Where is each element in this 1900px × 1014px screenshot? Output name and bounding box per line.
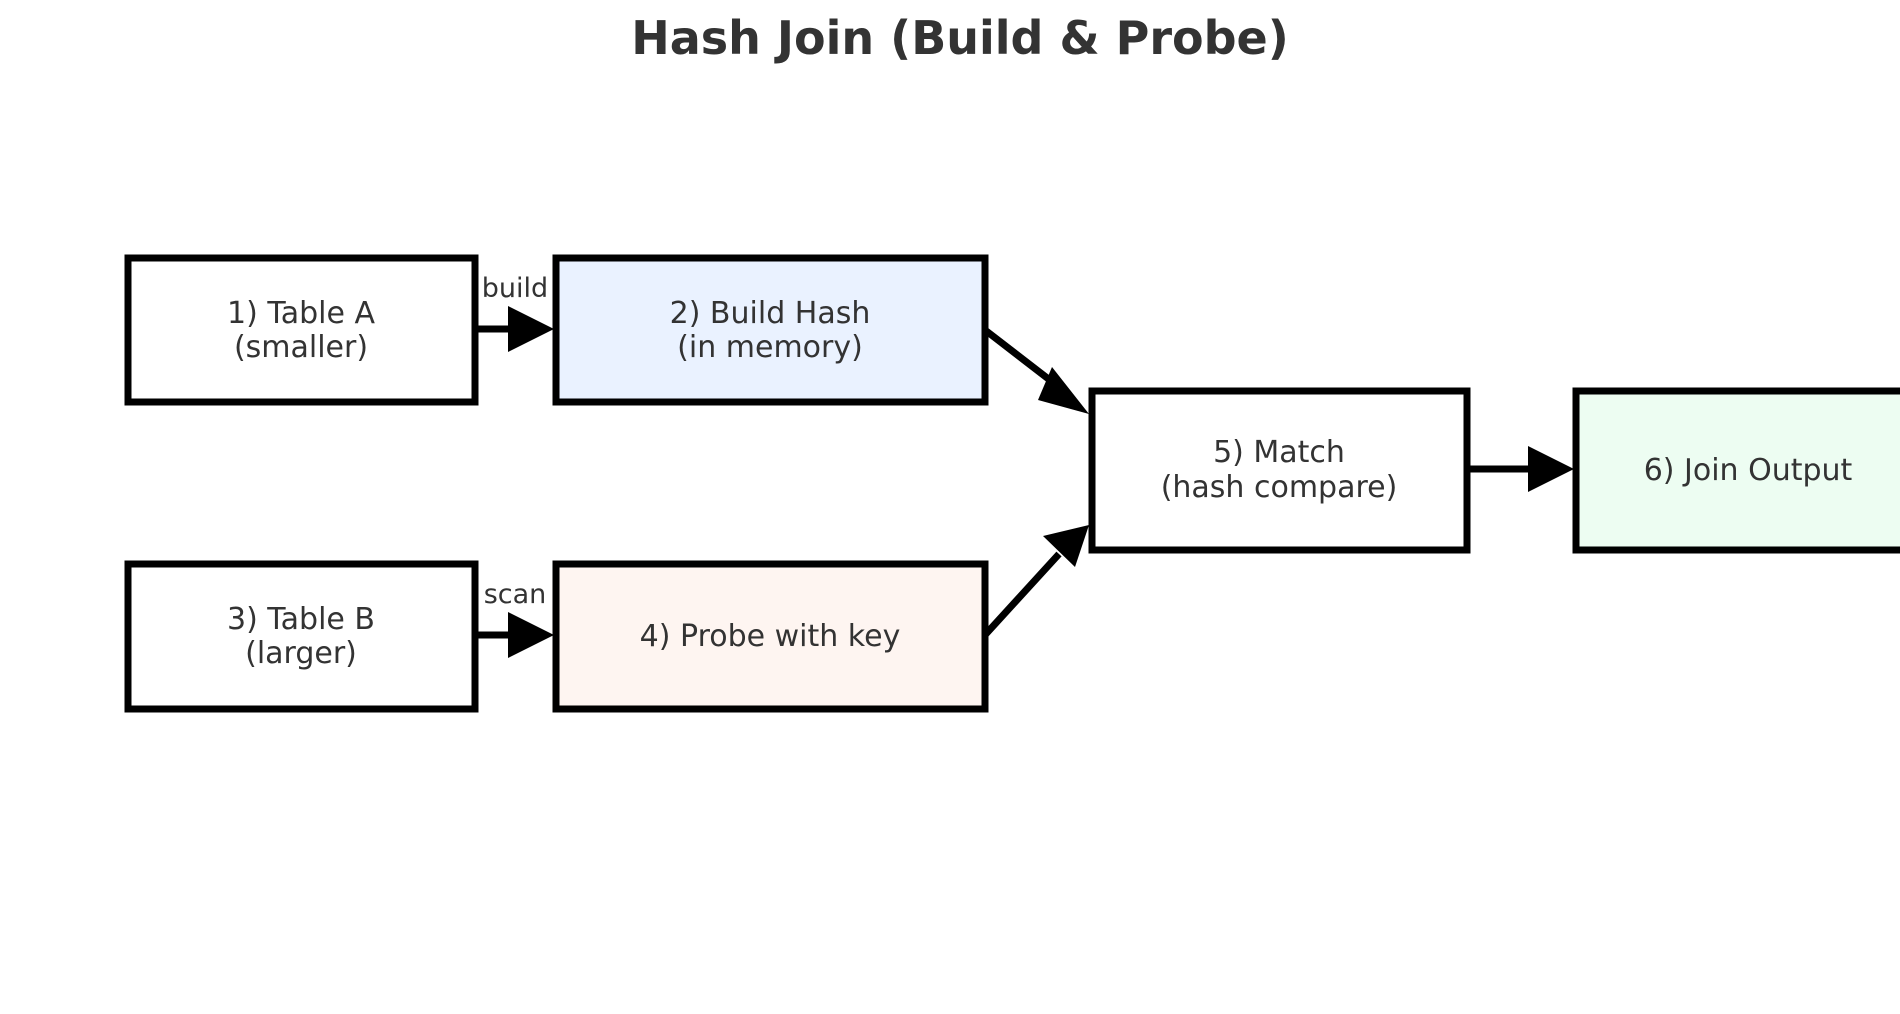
node-table-b-subtitle: (larger): [245, 636, 357, 671]
edge-label-build: build: [482, 273, 548, 304]
node-build-hash-title: 2) Build Hash: [670, 296, 871, 331]
node-probe-title: 4) Probe with key: [640, 619, 901, 654]
edge-table-b-to-probe: [474, 612, 554, 658]
edge-build-hash-to-match: [982, 327, 1089, 414]
node-table-b: 3) Table B (larger): [124, 560, 479, 713]
edge-label-scan: scan: [484, 579, 547, 610]
node-join-output: 6) Join Output: [1572, 387, 1900, 554]
node-probe-box: [552, 560, 989, 713]
node-table-a-box: [124, 254, 479, 406]
node-match-box: [1088, 387, 1471, 554]
diagram-title: Hash Join (Build & Probe): [631, 11, 1289, 65]
node-build-hash-subtitle: (in memory): [677, 330, 863, 365]
node-table-a-title: 1) Table A: [227, 296, 375, 331]
node-probe: 4) Probe with key: [552, 560, 989, 713]
node-table-a: 1) Table A (smaller): [124, 254, 479, 406]
node-build-hash-box: [552, 254, 989, 406]
node-table-b-box: [124, 560, 479, 713]
edge-table-a-to-build-hash: [474, 306, 554, 352]
node-match: 5) Match (hash compare): [1088, 387, 1471, 554]
node-join-output-title: 6) Join Output: [1644, 453, 1853, 488]
node-build-hash: 2) Build Hash (in memory): [552, 254, 989, 406]
node-table-a-subtitle: (smaller): [234, 330, 368, 365]
node-join-output-box: [1572, 387, 1900, 554]
node-match-title: 5) Match: [1213, 435, 1345, 470]
edge-probe-to-match: [982, 525, 1089, 638]
node-table-b-title: 3) Table B: [227, 602, 375, 637]
edge-match-to-join-output: [1466, 446, 1574, 492]
node-match-subtitle: (hash compare): [1161, 470, 1398, 505]
